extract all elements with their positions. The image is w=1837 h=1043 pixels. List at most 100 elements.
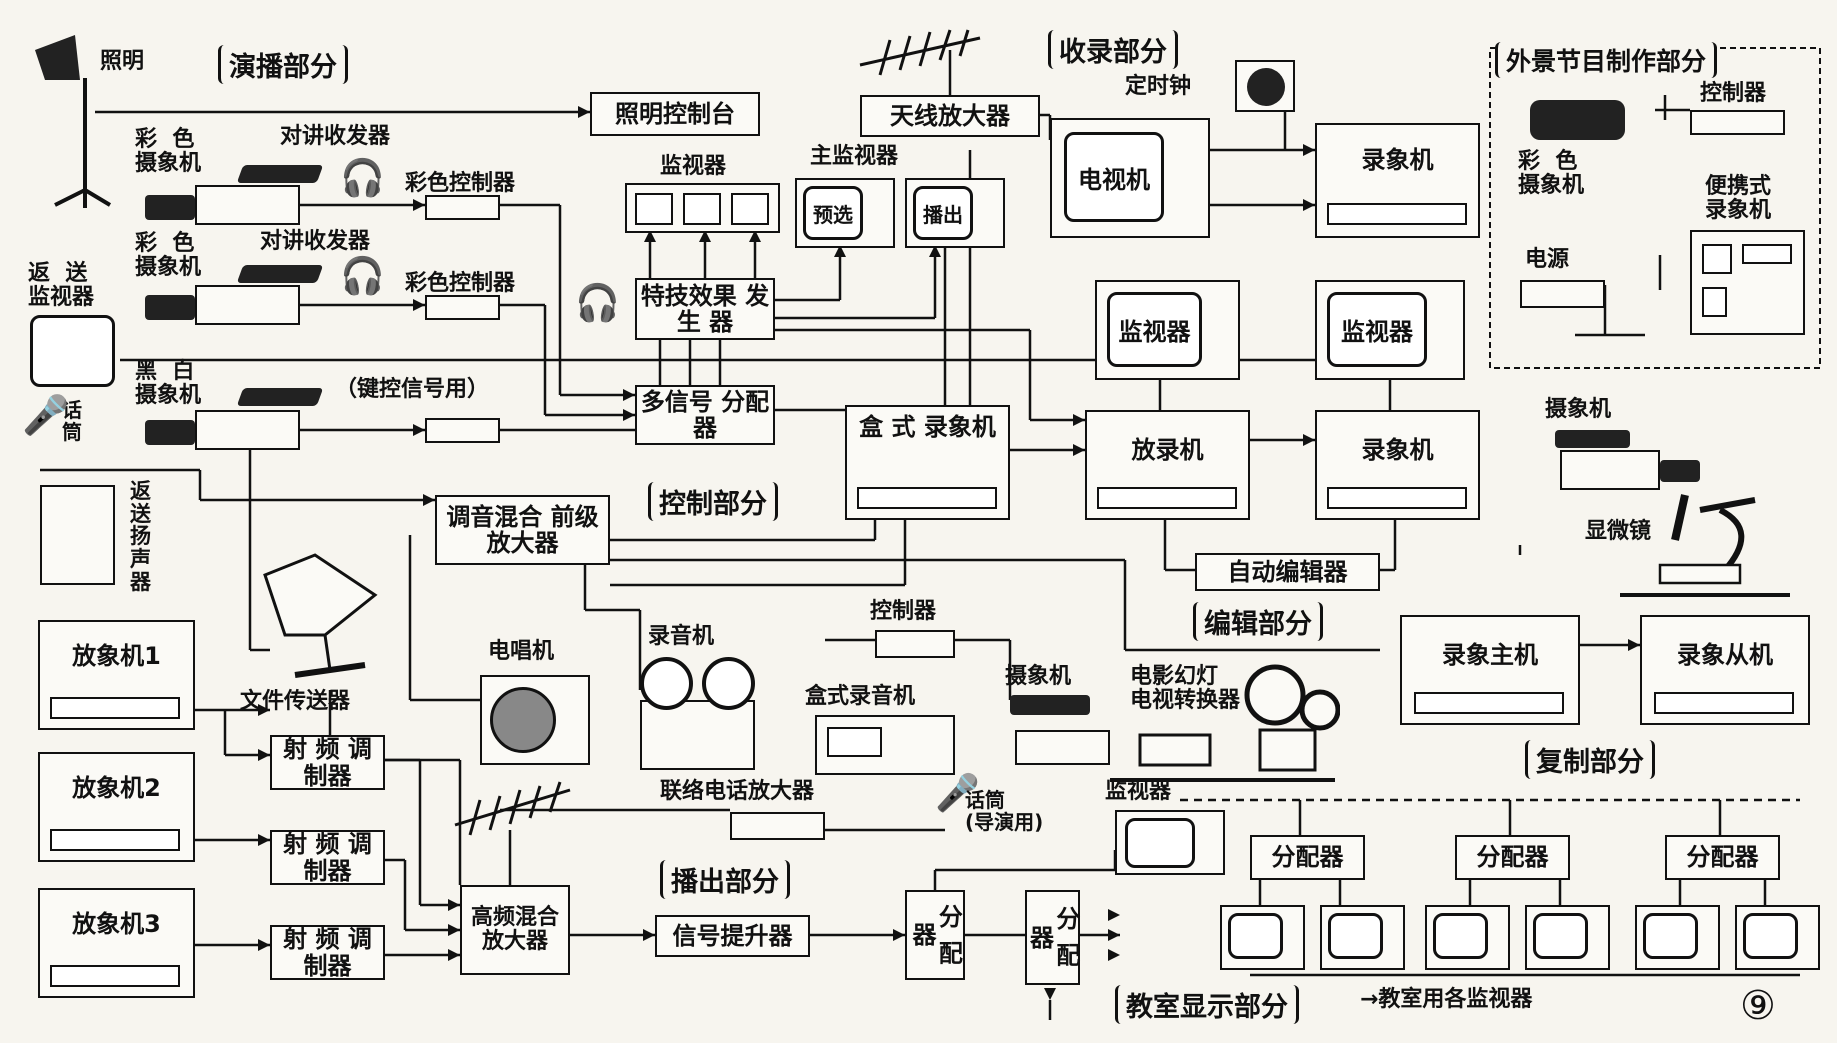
monitor-b-screen: 监视器 (1327, 292, 1427, 367)
color-ctrl-1-label: 彩色控制器 (405, 171, 516, 196)
vtr-3-label: 放象机3 (72, 910, 161, 938)
monitor-group (625, 183, 780, 233)
vtr-1: 放象机1 (38, 620, 195, 730)
slave-vcr: 录象从机 (1640, 615, 1810, 725)
cassette-recorder-label: 盒式录音机 (805, 684, 916, 709)
power-unit (1520, 280, 1605, 308)
distributor-1: 分 配 器 (905, 890, 965, 980)
intercom-2-label: 对讲收发器 (260, 229, 371, 254)
rf-mod-1: 射 频 调制器 (270, 735, 385, 790)
vcr-slot (50, 829, 180, 851)
monitor-out-label: 监视器 (1105, 779, 1172, 804)
color-camera-2-label: 彩 色 摄象机 (135, 231, 202, 280)
main-monitor-output: 播出 (905, 178, 1005, 248)
portable-vcr (1690, 230, 1805, 335)
section-broadcast: 演播部分 (218, 45, 348, 84)
main-monitor-label: 主监视器 (810, 144, 899, 169)
camera-top-icon (236, 265, 324, 283)
microphone-icon: 🎤 (935, 773, 980, 814)
microphone-icon: 🎤 (22, 393, 70, 437)
controller-mid-label: 控制器 (870, 599, 937, 624)
vcr-slot (857, 487, 997, 509)
camera-lens-icon (145, 195, 195, 220)
mic-label: 话 筒 (62, 398, 82, 444)
vcr-edit-label: 录象机 (1361, 436, 1434, 464)
vcr-slot (1327, 487, 1467, 509)
projector-icon (1110, 664, 1340, 782)
monitor-screen (635, 193, 673, 225)
field-camera-icon (1530, 100, 1625, 140)
section-copy: 复制部分 (1525, 740, 1655, 779)
classroom-monitor (1635, 905, 1720, 970)
color-ctrl-2-label: 彩色控制器 (405, 271, 516, 296)
lighting-label: 照明 (100, 49, 145, 74)
monitor-out-screen (1125, 818, 1195, 868)
vtr-2-label: 放象机2 (72, 774, 161, 802)
classroom-screen (1643, 913, 1698, 959)
section-edit: 编辑部分 (1193, 602, 1323, 641)
splitter-2: 分配器 (1455, 835, 1570, 880)
color-camera-1 (195, 185, 300, 225)
monitor-screen (731, 193, 769, 225)
film-camera-label: 摄象机 (1005, 664, 1072, 689)
return-monitor (30, 315, 115, 387)
vcr-slot (50, 697, 180, 719)
vcr-slot (1097, 487, 1237, 509)
color-ctrl-2 (425, 295, 500, 320)
auto-editor: 自动编辑器 (1195, 553, 1380, 591)
intercom-1-label: 对讲收发器 (280, 124, 391, 149)
distributor-2: 分 配 器 (1025, 890, 1080, 985)
vcr-record-label: 录象机 (1361, 146, 1434, 174)
field-camera-label: 彩 色 摄象机 (1518, 149, 1585, 198)
tv-screen: 电视机 (1064, 132, 1164, 222)
preview-screen: 预选 (803, 186, 863, 240)
timer-clock (1235, 60, 1295, 112)
antenna-amp: 天线放大器 (860, 95, 1040, 137)
camera-top-icon (1555, 430, 1630, 448)
rf-mod-3: 射 频 调制器 (270, 925, 385, 980)
record-player (480, 675, 590, 765)
section-field: 外景节目制作部分 (1495, 42, 1718, 78)
bw-camera (195, 410, 300, 450)
turntable-icon (490, 687, 556, 753)
headset-icon: 🎧 (340, 158, 385, 199)
monitor-out (1115, 810, 1225, 875)
splitter-1: 分配器 (1250, 835, 1365, 880)
tape-recorder-label: 录音机 (648, 624, 715, 649)
main-monitor-preview: 预选 (795, 178, 895, 248)
camera-top-icon (1010, 695, 1090, 715)
camera-top-icon (236, 165, 324, 183)
microscope-camera (1560, 450, 1660, 490)
microscope-icon (1620, 494, 1790, 597)
section-output: 播出部分 (660, 860, 790, 899)
section-record: 收录部分 (1048, 30, 1178, 69)
sfx-generator: 特技效果 发 生 器 (635, 278, 775, 340)
vtr-1-label: 放象机1 (72, 642, 161, 670)
key-signal-label: （键控信号用） (335, 377, 490, 402)
vcr-slot (1327, 203, 1467, 225)
monitor-b: 监视器 (1315, 280, 1465, 380)
cassette-vcr: 盒 式 录象机 (845, 405, 1010, 520)
return-speaker (40, 485, 115, 585)
classroom-screen (1433, 913, 1488, 959)
tv-set: 电视机 (1050, 118, 1210, 238)
vcr-panel (1702, 287, 1727, 317)
vcr-slot (50, 965, 180, 987)
player-recorder: 放录机 (1085, 410, 1250, 520)
classroom-monitor (1525, 905, 1610, 970)
classroom-monitor (1220, 905, 1305, 970)
splitter-3: 分配器 (1665, 835, 1780, 880)
camera-lens-icon (145, 420, 195, 445)
classroom-monitor (1320, 905, 1405, 970)
vcr-slot (1654, 692, 1794, 714)
camera-lens-icon (1660, 460, 1700, 482)
hf-mixer: 高频混合 放大器 (460, 885, 570, 975)
portable-vcr-label: 便携式 录象机 (1705, 174, 1772, 223)
film-camera (1015, 730, 1110, 765)
bw-ctrl (425, 418, 500, 443)
section-control: 控制部分 (648, 482, 778, 521)
cassette-vcr-label: 盒 式 录象机 (859, 413, 996, 441)
return-monitor-label: 返 送 监视器 (28, 261, 95, 310)
camera-lens-icon (145, 295, 195, 320)
doc-transmitter-label: 文件传送器 (240, 689, 351, 714)
